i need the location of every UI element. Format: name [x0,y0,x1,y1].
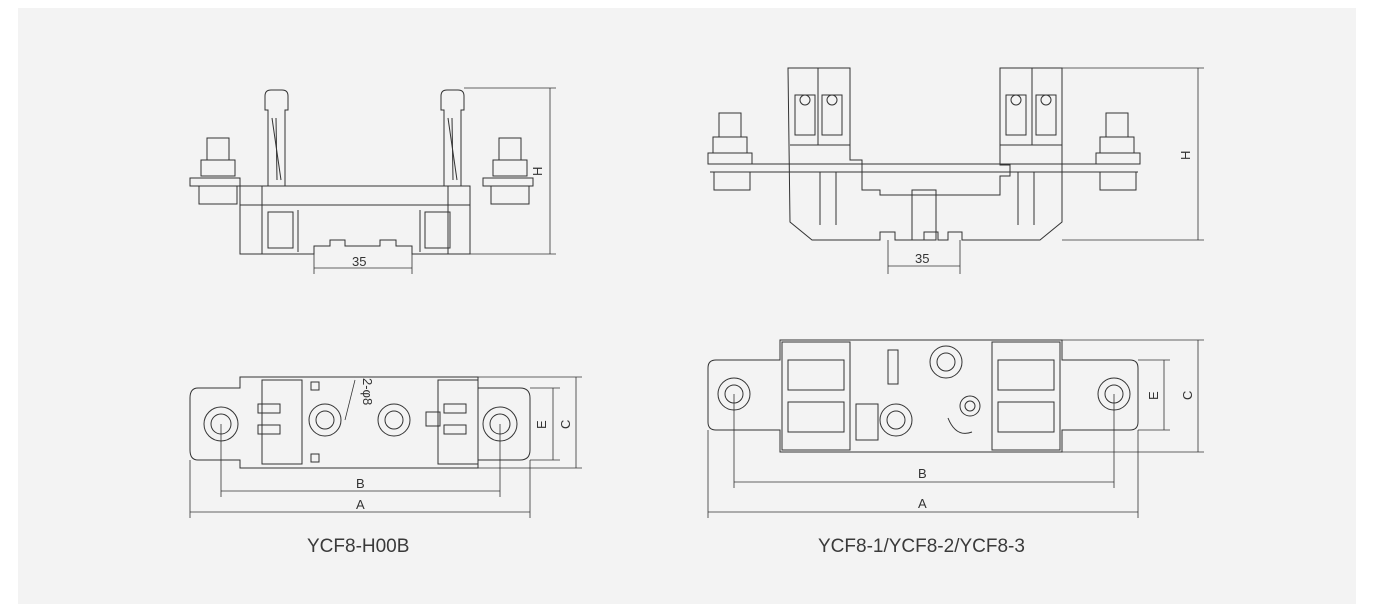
left-dim-e: E [534,420,549,429]
left-dim-mount-holes: 2-φ8 [360,378,375,405]
right-dim-h: H [1178,151,1193,160]
right-side-view [707,67,1204,274]
left-top-view [189,376,582,518]
left-dim-h: H [530,167,545,176]
left-side-view [189,87,556,274]
left-dim-35: 35 [352,254,366,269]
right-dim-35: 35 [915,251,929,266]
left-dim-b: B [356,476,365,491]
caption-left-model: YCF8-H00B [307,536,410,557]
right-top-view [707,339,1204,518]
right-dim-a: A [918,496,927,511]
drawing-panel [18,8,1356,604]
right-dim-e: E [1146,391,1161,400]
left-dim-a: A [356,497,365,512]
right-dim-b: B [918,466,927,481]
caption-right-model: YCF8-1/YCF8-2/YCF8-3 [818,536,1025,557]
left-dim-c: C [558,420,573,429]
right-dim-c: C [1180,391,1195,400]
